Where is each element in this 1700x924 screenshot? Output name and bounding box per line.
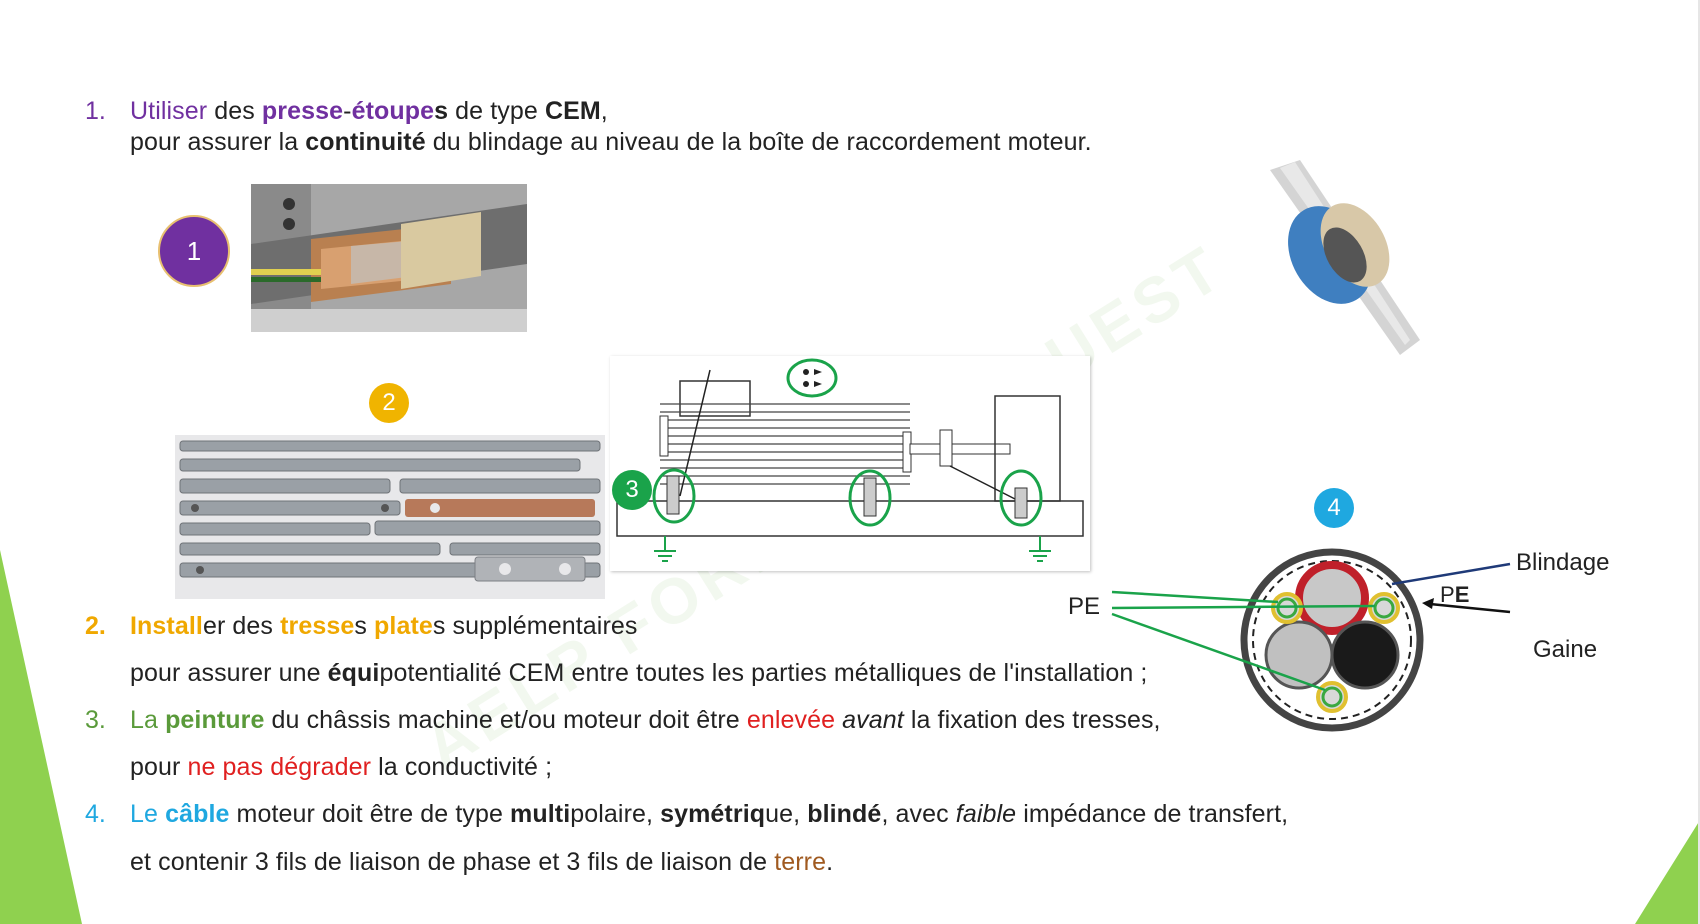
text: er des xyxy=(202,612,281,640)
text-tresse: tresse xyxy=(280,612,355,640)
text: s supplémentaires xyxy=(432,612,638,640)
cable-gland-photo xyxy=(251,184,527,332)
machine-bonding-illustration xyxy=(616,358,1084,562)
text-install: Install xyxy=(130,612,203,640)
text: moteur doit être de type xyxy=(229,800,511,828)
cable-gland-3d-photo xyxy=(1260,160,1430,360)
item-2-number: 2. xyxy=(85,612,106,640)
text-equi: équi xyxy=(327,659,380,687)
item-3-number: 3. xyxy=(85,706,106,734)
text-continuite: continuité xyxy=(305,128,426,156)
text-ne-pas-degrader: ne pas dégrader xyxy=(187,753,372,781)
text-plate: plate xyxy=(374,612,433,640)
text-multi: multi xyxy=(510,800,571,828)
flat-braids-photo xyxy=(175,435,605,599)
text: E xyxy=(1454,582,1470,607)
text-etoupe: étoupe xyxy=(351,97,435,125)
text: , xyxy=(600,97,608,125)
text: impédance de transfert, xyxy=(1016,800,1289,828)
text: P xyxy=(1440,582,1455,607)
text: ue, xyxy=(765,800,808,828)
text-symetriq: symétriq xyxy=(660,800,766,828)
text-le: Le xyxy=(130,800,166,828)
item-1-number: 1. xyxy=(85,97,106,125)
text: . xyxy=(826,848,834,876)
item-2-line-1: Installer des tresses plates supplémenta… xyxy=(130,612,637,641)
text-peinture: peinture xyxy=(165,706,265,734)
item-1-line-2: pour assurer la continuité du blindage a… xyxy=(130,128,1092,157)
label-blindage: Blindage xyxy=(1516,549,1610,576)
text: la fixation des tresses, xyxy=(903,706,1161,734)
item-1-line-1: Utiliser des presse-étoupes de type CEM, xyxy=(130,97,608,126)
text: polaire, xyxy=(570,800,661,828)
item-3-line-1: La peinture du châssis machine et/ou mot… xyxy=(130,706,1161,735)
text: des xyxy=(207,97,262,125)
item-3-line-2: pour ne pas dégrader la conductivité ; xyxy=(130,753,552,782)
item-2-line-2: pour assurer une équipotentialité CEM en… xyxy=(130,659,1147,688)
item-4-line-2: et contenir 3 fils de liaison de phase e… xyxy=(130,848,833,877)
text: , avec xyxy=(881,800,956,828)
text-avant: avant xyxy=(842,706,904,734)
text: du blindage au niveau de la boîte de rac… xyxy=(425,128,1092,156)
text: potentialité CEM entre toutes les partie… xyxy=(379,659,1148,687)
badge-1: 1 xyxy=(158,215,230,287)
badge-2: 2 xyxy=(369,383,409,423)
text-utiliser: Utiliser xyxy=(130,97,208,125)
text: pour assurer une xyxy=(130,659,328,687)
label-gaine: Gaine xyxy=(1533,636,1598,663)
text-la: La xyxy=(130,706,166,734)
label-pe-left: PE xyxy=(1068,593,1101,620)
item-4-line-1: Le câble moteur doit être de type multip… xyxy=(130,800,1288,829)
text: pour xyxy=(130,753,188,781)
label-pe-right: PE xyxy=(1440,582,1469,608)
item-4-number: 4. xyxy=(85,800,106,828)
text-cable: câble xyxy=(165,800,230,828)
text: de type xyxy=(448,97,545,125)
text-faible: faible xyxy=(955,800,1017,828)
text-cem: CEM xyxy=(544,97,601,125)
flat-braids-illustration xyxy=(175,435,605,599)
cable-gland-3d-illustration xyxy=(1270,160,1420,355)
text-blinde: blindé xyxy=(807,800,882,828)
text: - xyxy=(343,97,352,125)
text: la conductivité ; xyxy=(371,753,553,781)
text-presse: presse xyxy=(261,97,344,125)
text: pour assurer la xyxy=(130,128,306,156)
text: s xyxy=(434,97,449,125)
text: s xyxy=(354,612,375,640)
text-terre: terre xyxy=(774,848,827,876)
text: et contenir 3 fils de liaison de phase e… xyxy=(130,848,775,876)
badge-4: 4 xyxy=(1314,488,1354,528)
cable-gland-illustration xyxy=(251,184,527,332)
cable-cross-section xyxy=(1111,548,1511,732)
text: du châssis machine et/ou moteur doit êtr… xyxy=(264,706,747,734)
text-enlevee: enlevée xyxy=(746,706,836,734)
machine-bonding-diagram xyxy=(610,356,1090,571)
badge-3: 3 xyxy=(612,470,652,510)
